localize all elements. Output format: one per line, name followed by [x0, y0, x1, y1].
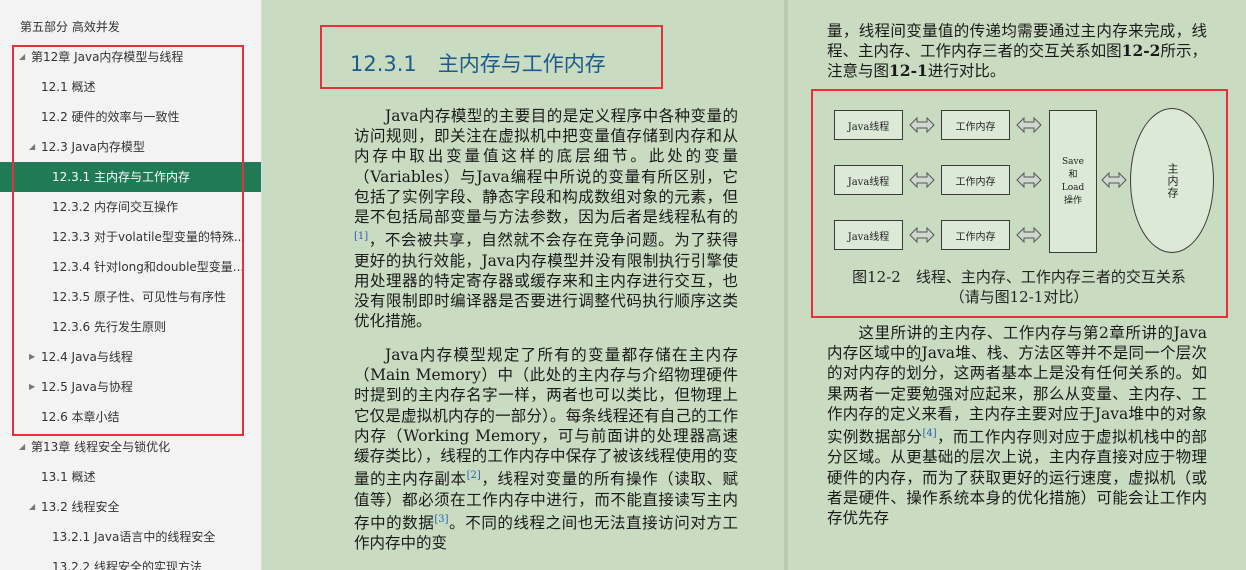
fig-thread-1: Java线程 [834, 110, 903, 140]
toc-item-label: 13.2 线程安全 [41, 500, 120, 514]
toc-item[interactable]: 13.2.1 Java语言中的线程安全 [0, 522, 261, 552]
fig-main-label: 主内存 [1166, 162, 1179, 199]
expand-down-icon[interactable]: ◢ [29, 502, 36, 511]
footnote-ref[interactable]: [4] [922, 428, 937, 440]
toc-item[interactable]: 12.3.4 针对long和double型变量... [0, 252, 261, 282]
footnote-ref[interactable]: [2] [466, 470, 481, 482]
fig-save-line: 和 [1068, 169, 1078, 180]
paragraph-right-2: 这里所讲的主内存、工作内存与第2章所讲的Java内存区域中的Java堆、栈、方法… [827, 323, 1207, 528]
expand-down-icon[interactable]: ◢ [19, 52, 26, 61]
book-page-right [788, 0, 1246, 570]
toc-item[interactable]: 12.3.5 原子性、可见性与有序性 [0, 282, 261, 312]
text-run: 所示，注意与图 [827, 42, 1207, 81]
figure-highlight-box [811, 89, 1228, 318]
footnote-ref[interactable]: [3] [434, 513, 449, 525]
text-run: Java内存模型的主要目的是定义程序中各种变量的访问规则，即关注在虚拟机中把变量… [354, 107, 738, 227]
fig-save-line: Save [1062, 156, 1084, 167]
toc-item[interactable]: 12.3.1 主内存与工作内存 [0, 162, 261, 192]
fig-save-load-box: Save 和 Load 操作 [1049, 110, 1097, 253]
toc-item-label: 第五部分 高效并发 [20, 20, 120, 34]
fig-work-2: 工作内存 [941, 165, 1010, 195]
fig-save-line: 操作 [1063, 195, 1082, 206]
double-arrow-icon [909, 226, 935, 244]
paragraph-2: Java内存模型规定了所有的变量都存储在主内存（Main Memory）中（此处… [354, 345, 738, 553]
fig-save-line: Load [1061, 182, 1085, 193]
text-run: 进行对比。 [927, 62, 1006, 81]
book-page-left [262, 0, 784, 570]
toc-item-label: 12.3.2 内存间交互操作 [52, 200, 178, 214]
heading-highlight-box [320, 25, 663, 89]
toc-item[interactable]: 13.1 概述 [0, 462, 261, 492]
fig-main-memory: 主内存 [1130, 108, 1214, 253]
section-heading: 12.3.1 主内存与工作内存 [350, 52, 606, 76]
double-arrow-icon [1101, 171, 1127, 189]
text-run: ，线程对变量的所有操作（读取、赋值等）都必须在工作内存中进行，而不能直接读写主内… [354, 470, 738, 532]
toc-item-label: 第13章 线程安全与锁优化 [31, 440, 171, 454]
double-arrow-icon [1016, 116, 1042, 134]
toc-item-label: 第12章 Java内存模型与线程 [31, 50, 184, 64]
toc-item[interactable]: 12.2 硬件的效率与一致性 [0, 102, 261, 132]
toc-item[interactable]: ◢ 第13章 线程安全与锁优化 [0, 432, 261, 462]
paragraph-1: Java内存模型的主要目的是定义程序中各种变量的访问规则，即关注在虚拟机中把变量… [354, 106, 738, 331]
text-run: ，而工作内存则对应于虚拟机栈中的部分区域。从更基础的层次上说，主内存直接对应于物… [827, 428, 1207, 527]
text-run: 这里所讲的主内存、工作内存与第2章所讲的Java内存区域中的Java堆、栈、方法… [827, 324, 1207, 447]
toc-item-label: 12.3.1 主内存与工作内存 [52, 170, 190, 184]
toc-item-label: 12.3.4 针对long和double型变量... [52, 260, 245, 274]
double-arrow-icon [1016, 171, 1042, 189]
fig-thread-3: Java线程 [834, 220, 903, 250]
toc-item[interactable]: ◢ 12.3 Java内存模型 [0, 132, 261, 162]
text-run: 12-1 [889, 61, 928, 81]
paragraph-right-1: 量，线程间变量值的传递均需要通过主内存来完成，线程、主内存、工作内存三者的交互关… [827, 21, 1207, 82]
fig-thread-2: Java线程 [834, 165, 903, 195]
text-run: Java内存模型规定了所有的变量都存储在主内存（Main Memory）中（此处… [354, 346, 738, 489]
toc-sidebar: 第五部分 高效并发 ◢ 第12章 Java内存模型与线程 12.1 概述 12.2 硬件… [0, 0, 262, 570]
toc-item-label: 12.5 Java与协程 [41, 380, 133, 394]
toc-item[interactable]: ◢ 第12章 Java内存模型与线程 [0, 42, 261, 72]
toc-item[interactable]: 12.3.2 内存间交互操作 [0, 192, 261, 222]
toc-item[interactable]: 第五部分 高效并发 [0, 12, 261, 42]
expand-right-icon[interactable]: ▶ [29, 352, 36, 361]
toc-item-label: 13.2.1 Java语言中的线程安全 [52, 530, 216, 544]
toc-item-label: 12.3.6 先行发生原则 [52, 320, 166, 334]
fig-work-1: 工作内存 [941, 110, 1010, 140]
footnote-ref[interactable]: [1] [354, 231, 369, 243]
toc-item[interactable]: ▶ 12.5 Java与协程 [0, 372, 261, 402]
toc-item-label: 12.3 Java内存模型 [41, 140, 145, 154]
toc-item-label: 12.6 本章小结 [41, 410, 120, 424]
expand-right-icon[interactable]: ▶ [29, 382, 36, 391]
toc-item-label: 12.4 Java与线程 [41, 350, 133, 364]
figure-caption-line1: 图12-2 线程、主内存、工作内存三者的交互关系 [852, 268, 1186, 286]
text-run: 量，线程间变量值的传递均需要通过主内存来完成，线程、主内存、工作内存三者的交互关… [827, 22, 1207, 61]
double-arrow-icon [1016, 226, 1042, 244]
text-run: 12-2 [1121, 41, 1161, 61]
text-run: ，不会被共享，自然就不会存在竞争问题。为了获得更好的执行效能，Java内存模型并… [354, 231, 738, 331]
toc-item-label: 13.1 概述 [41, 470, 96, 484]
double-arrow-icon [909, 116, 935, 134]
fig-work-3: 工作内存 [941, 220, 1010, 250]
toc-item[interactable]: 13.2.2 线程安全的实现方法 [0, 552, 261, 570]
figure-caption: 图12-2 线程、主内存、工作内存三者的交互关系 （请与图12-1对比） [820, 267, 1218, 307]
toc-item-label: 13.2.2 线程安全的实现方法 [52, 560, 202, 570]
toc-item[interactable]: 12.3.3 对于volatile型变量的特殊... [0, 222, 261, 252]
toc-item-label: 12.2 硬件的效率与一致性 [41, 110, 180, 124]
expand-down-icon[interactable]: ◢ [19, 442, 26, 451]
toc-item[interactable]: 12.6 本章小结 [0, 402, 261, 432]
double-arrow-icon [909, 171, 935, 189]
text-run: 。不同的线程之间也无法直接访问对方工作内存中的变 [354, 513, 738, 553]
toc-item-label: 12.3.3 对于volatile型变量的特殊... [52, 230, 246, 244]
toc-item[interactable]: 12.3.6 先行发生原则 [0, 312, 261, 342]
toc-item-label: 12.1 概述 [41, 80, 96, 94]
toc-item[interactable]: ◢ 13.2 线程安全 [0, 492, 261, 522]
page-gutter [784, 0, 788, 570]
toc-item[interactable]: ▶ 12.4 Java与线程 [0, 342, 261, 372]
figure-caption-line2: （请与图12-1对比） [949, 288, 1089, 306]
toc-item[interactable]: 12.1 概述 [0, 72, 261, 102]
toc-item-label: 12.3.5 原子性、可见性与有序性 [52, 290, 226, 304]
expand-down-icon[interactable]: ◢ [29, 142, 36, 151]
